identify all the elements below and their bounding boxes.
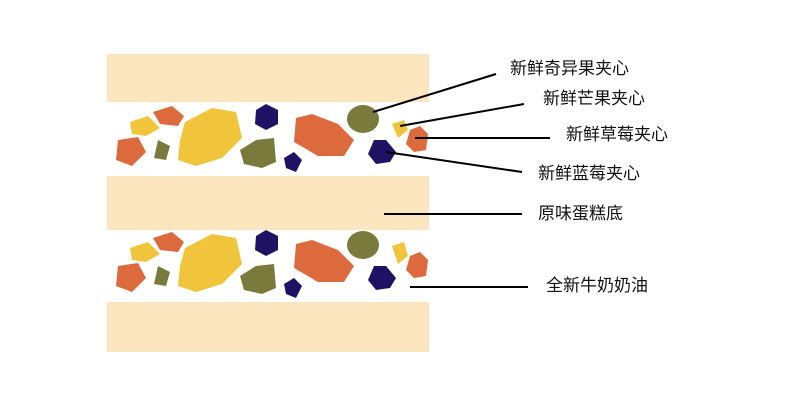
sponge-layer-bottom [107, 302, 429, 352]
blueberry-piece [368, 140, 396, 164]
label-kiwi-filling: 新鲜奇异果夹心 [510, 59, 629, 79]
kiwi-piece [347, 231, 379, 259]
kiwi-piece [154, 266, 170, 286]
blueberry-piece [284, 278, 302, 298]
kiwi-piece [240, 264, 276, 294]
blueberry-leader-line [385, 151, 523, 173]
strawberry-piece [116, 137, 146, 166]
mango-piece [392, 242, 408, 264]
label-blueberry-filling: 新鲜蓝莓夹心 [538, 164, 640, 184]
kiwi-piece [154, 140, 170, 160]
blueberry-piece [368, 266, 396, 290]
strawberry-piece [294, 240, 354, 282]
label-sponge-base: 原味蛋糕底 [538, 204, 623, 224]
sponge-layer-middle [107, 176, 429, 230]
strawberry-piece [116, 263, 146, 292]
strawberry-piece [153, 232, 184, 252]
fruit-filling-lower [116, 230, 428, 298]
kiwi-piece [240, 138, 276, 168]
strawberry-piece [406, 252, 428, 278]
strawberry-piece [294, 114, 354, 156]
strawberry-piece [153, 106, 184, 126]
blueberry-piece [255, 230, 278, 256]
fruit-filling-upper [116, 104, 428, 172]
label-milk-cream: 全新牛奶奶油 [546, 276, 648, 296]
label-mango-filling: 新鲜芒果夹心 [543, 89, 645, 109]
mango-piece [130, 116, 160, 136]
blueberry-piece [284, 152, 302, 172]
mango-leader-line [399, 103, 525, 127]
sponge-layer-top [107, 54, 429, 102]
mango-piece [178, 108, 242, 166]
mango-piece [178, 234, 242, 292]
mango-piece [130, 242, 160, 262]
blueberry-piece [255, 104, 278, 130]
kiwi-piece [347, 105, 379, 133]
label-strawberry-filling: 新鲜草莓夹心 [566, 125, 668, 145]
kiwi-leader-line [372, 73, 497, 113]
